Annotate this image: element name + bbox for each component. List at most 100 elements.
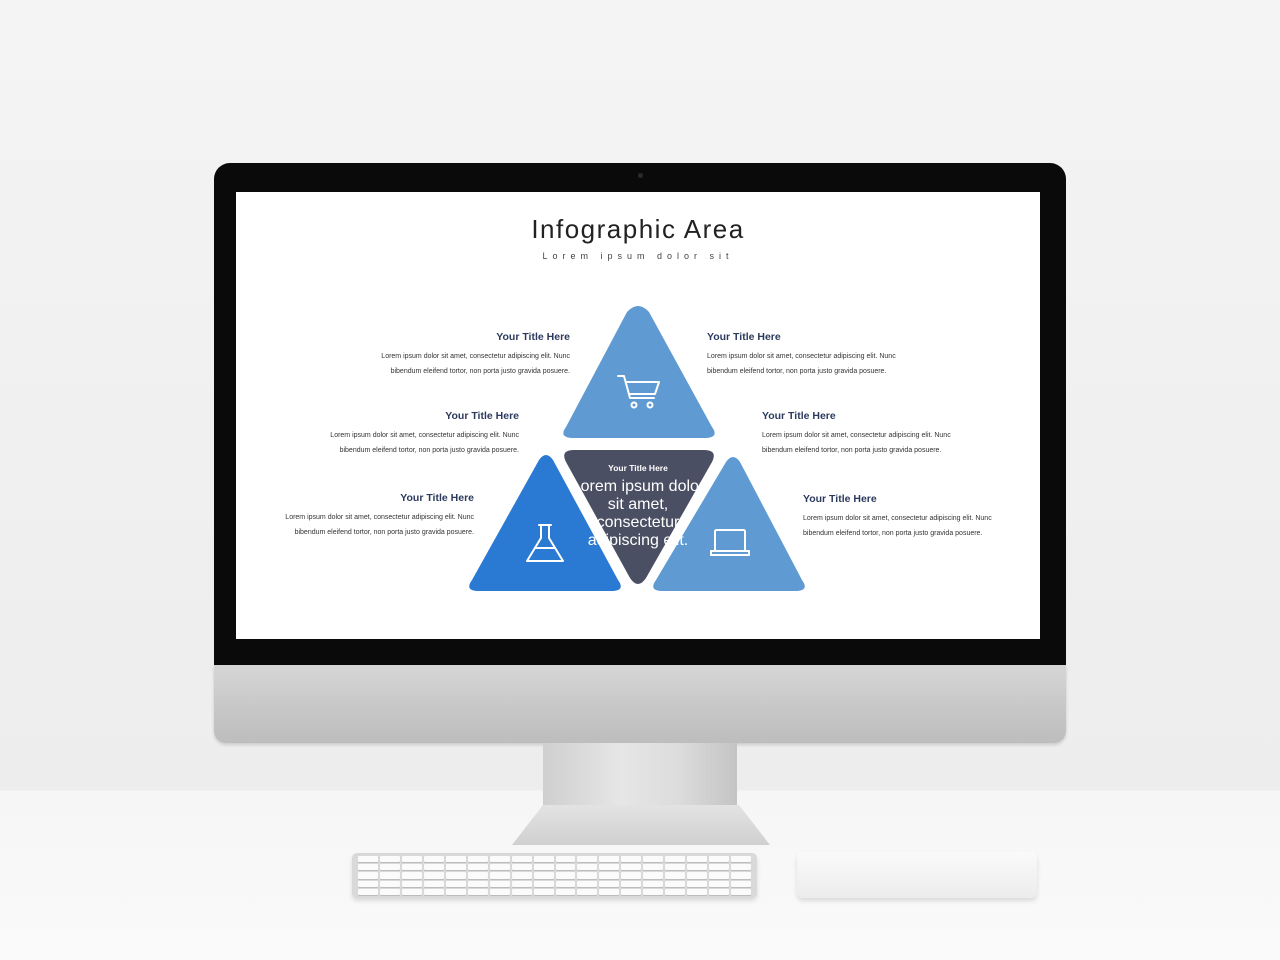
keyboard-key — [468, 881, 488, 887]
keyboard-key — [709, 872, 729, 878]
keyboard-key — [709, 881, 729, 887]
keyboard-key — [556, 856, 576, 862]
keyboard-key — [358, 856, 378, 862]
keyboard-key — [534, 864, 554, 870]
keyboard-key — [665, 864, 685, 870]
block-title: Your Title Here — [803, 493, 1040, 505]
keyboard-key — [446, 881, 466, 887]
block-line2: bibendum eleifend tortor, non porta just… — [762, 443, 1002, 458]
keyboard — [352, 853, 757, 898]
block-title: Your Title Here — [279, 410, 519, 422]
block-line2: bibendum eleifend tortor, non porta just… — [707, 364, 947, 379]
keyboard-key — [402, 889, 422, 895]
keyboard-key — [512, 864, 532, 870]
keyboard-key — [643, 856, 663, 862]
keyboard-key — [665, 881, 685, 887]
center-description-line1: Lorem ipsum dolor sit amet, — [568, 478, 708, 514]
keyboard-key — [468, 856, 488, 862]
monitor-stand-foot — [512, 805, 770, 845]
keyboard-key — [380, 872, 400, 878]
block-line1: Lorem ipsum dolor sit amet, consectetur … — [236, 510, 474, 525]
keyboard-key — [512, 881, 532, 887]
trackpad — [797, 852, 1037, 898]
keyboard-key — [534, 872, 554, 878]
keyboard-key — [599, 889, 619, 895]
keyboard-key — [358, 864, 378, 870]
keyboard-key — [358, 881, 378, 887]
keyboard-key — [402, 864, 422, 870]
keyboard-key — [512, 856, 532, 862]
keyboard-key — [709, 889, 729, 895]
block-line1: Lorem ipsum dolor sit amet, consectetur … — [330, 349, 570, 364]
block-line2: bibendum eleifend tortor, non porta just… — [803, 526, 1040, 541]
keyboard-key — [468, 864, 488, 870]
keyboard-key — [577, 881, 597, 887]
keyboard-key — [424, 856, 444, 862]
keyboard-key — [687, 889, 707, 895]
block-title: Your Title Here — [707, 331, 947, 343]
keyboard-key — [380, 881, 400, 887]
text-block-left-bottom: Your Title Here Lorem ipsum dolor sit am… — [236, 492, 474, 540]
keyboard-key — [380, 864, 400, 870]
block-line1: Lorem ipsum dolor sit amet, consectetur … — [803, 511, 1040, 526]
keyboard-key — [424, 864, 444, 870]
keyboard-key — [577, 864, 597, 870]
webcam — [638, 173, 643, 178]
keyboard-key — [556, 881, 576, 887]
keyboard-key — [621, 856, 641, 862]
text-block-right-middle: Your Title Here Lorem ipsum dolor sit am… — [762, 410, 1002, 458]
center-title: Your Title Here — [568, 463, 708, 473]
keyboard-key — [534, 856, 554, 862]
keyboard-key — [731, 881, 751, 887]
keyboard-key — [424, 881, 444, 887]
keyboard-key — [687, 864, 707, 870]
keyboard-key — [556, 864, 576, 870]
keyboard-key — [731, 889, 751, 895]
keyboard-key — [358, 872, 378, 878]
keyboard-key — [556, 889, 576, 895]
block-line1: Lorem ipsum dolor sit amet, consectetur … — [707, 349, 947, 364]
block-line2: bibendum eleifend tortor, non porta just… — [279, 443, 519, 458]
block-line2: bibendum eleifend tortor, non porta just… — [330, 364, 570, 379]
keyboard-key — [490, 881, 510, 887]
block-title: Your Title Here — [330, 331, 570, 343]
keyboard-key — [709, 856, 729, 862]
keyboard-key — [621, 889, 641, 895]
text-block-right-top: Your Title Here Lorem ipsum dolor sit am… — [707, 331, 947, 379]
keyboard-key — [599, 864, 619, 870]
keyboard-key — [687, 872, 707, 878]
keyboard-key — [534, 881, 554, 887]
keyboard-key — [534, 889, 554, 895]
keyboard-key — [380, 856, 400, 862]
keyboard-key — [709, 864, 729, 870]
keyboard-key — [731, 872, 751, 878]
keyboard-key — [490, 864, 510, 870]
block-title: Your Title Here — [762, 410, 1002, 422]
keyboard-key — [424, 889, 444, 895]
keyboard-key — [621, 872, 641, 878]
keyboard-key — [380, 889, 400, 895]
text-block-right-bottom: Your Title Here Lorem ipsum dolor sit am… — [803, 493, 1040, 541]
triangle-top — [563, 306, 714, 438]
block-title: Your Title Here — [236, 492, 474, 504]
keyboard-key — [512, 872, 532, 878]
monitor-stand-neck — [543, 743, 737, 805]
center-description-line2: consectetur adipiscing elit. — [568, 514, 708, 550]
block-line2: bibendum eleifend tortor, non porta just… — [236, 525, 474, 540]
keyboard-key — [446, 872, 466, 878]
center-title-text: Your Title Here — [568, 463, 708, 473]
keyboard-key — [402, 856, 422, 862]
keyboard-key — [490, 856, 510, 862]
keyboard-key — [424, 872, 444, 878]
text-block-left-middle: Your Title Here Lorem ipsum dolor sit am… — [279, 410, 519, 458]
keyboard-key — [468, 889, 488, 895]
keyboard-key — [490, 872, 510, 878]
keyboard-key — [621, 881, 641, 887]
keyboard-key — [687, 856, 707, 862]
keyboard-key — [556, 872, 576, 878]
monitor-chin — [214, 665, 1066, 743]
keyboard-key — [621, 864, 641, 870]
keyboard-key — [643, 872, 663, 878]
keyboard-key — [599, 881, 619, 887]
keyboard-key — [512, 889, 532, 895]
